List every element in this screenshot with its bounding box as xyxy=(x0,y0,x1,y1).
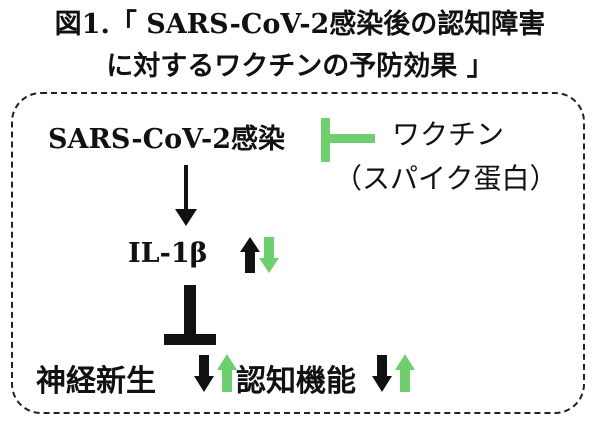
diagram-frame xyxy=(11,92,585,414)
down-arrow-icon xyxy=(175,165,197,226)
infection-node: SARS-CoV-2感染 xyxy=(48,124,286,155)
vaccine-detail: （スパイク蛋白） xyxy=(334,162,558,195)
up-arrow-black-icon xyxy=(240,237,260,273)
cognition-node: 認知機能 xyxy=(236,364,356,399)
down-arrow-black-cognition-icon xyxy=(372,355,392,392)
neurogenesis-node: 神経新生 xyxy=(36,364,156,399)
up-arrow-green-cognition-icon xyxy=(395,354,415,392)
up-arrow-green-neuro-icon xyxy=(217,354,237,392)
green-inhibition-bar-icon xyxy=(321,118,375,162)
down-arrow-green-icon xyxy=(259,237,279,273)
figure-title-line-1: 図1.「 SARS-CoV-2感染後の認知障害 xyxy=(54,9,546,40)
inhibition-t-bar-icon xyxy=(164,285,216,345)
il1b-node: IL-1β xyxy=(128,238,208,269)
down-arrow-black-neuro-icon xyxy=(194,355,214,392)
figure-title-line-2: に対するワクチンの予防効果 」 xyxy=(106,51,494,82)
vaccine-node: ワクチン xyxy=(392,118,505,151)
